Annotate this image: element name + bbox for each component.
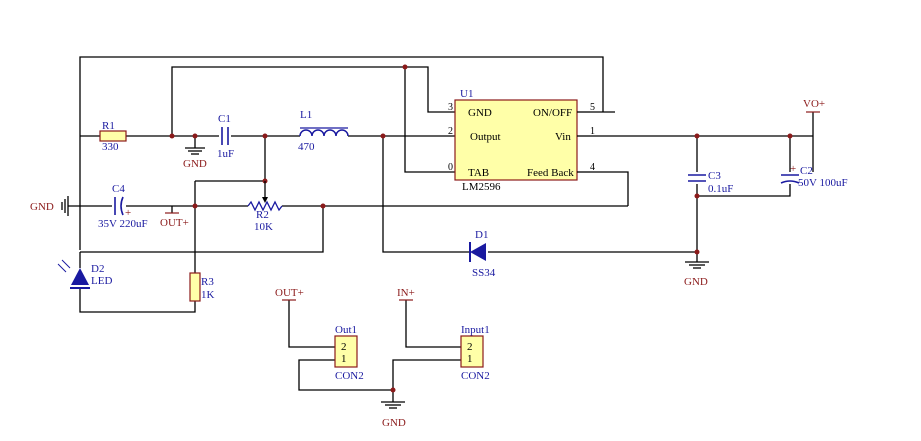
r2-potentiometer: R2 10K [247, 181, 283, 233]
input1-ref: Input1 [461, 324, 490, 336]
u1-pin3-num: 3 [448, 102, 453, 113]
c1-ref: C1 [218, 113, 231, 125]
u1-pin-tab: TAB [468, 167, 489, 179]
r3-resistor: R3 1K [189, 272, 215, 302]
gnd-symbol-c1: GND [183, 147, 207, 170]
c1-value: 1uF [217, 148, 234, 160]
c2-ref: C2 [800, 165, 813, 177]
net-in-plus-label: IN+ [397, 287, 415, 299]
d1-value: SS34 [472, 267, 496, 279]
net-vo-plus-label: VO+ [803, 98, 825, 110]
c4-plus-mark: + [125, 207, 131, 219]
out1-ref: Out1 [335, 324, 357, 336]
u1-pin4-num: 4 [590, 162, 595, 173]
c4-capacitor: C4 35V 220uF + [98, 183, 148, 230]
d2-value: LED [91, 275, 112, 287]
l1-value: 470 [298, 141, 315, 153]
u1-ref: U1 [460, 88, 473, 100]
c4-value: 35V 220uF [98, 218, 148, 230]
r1-ref: R1 [102, 120, 115, 132]
input1-part: CON2 [461, 370, 490, 382]
u1-pin-fb: Feed Back [527, 167, 574, 179]
gnd-label-left: GND [30, 201, 54, 213]
r3-ref: R3 [201, 276, 214, 288]
net-out-plus-con: OUT+ [275, 287, 304, 301]
c2-value: 50V 100uF [798, 177, 848, 189]
out1-pin1: 1 [341, 353, 347, 365]
c4-ref: C4 [112, 183, 125, 195]
c3-capacitor: C3 0.1uF [688, 170, 733, 195]
r1-resistor: R1 330 [99, 120, 127, 153]
gnd-symbol-left: GND [30, 196, 69, 216]
r2-value: 10K [254, 221, 273, 233]
out1-pin2: 2 [341, 341, 347, 353]
l1-inductor: L1 470 [298, 109, 349, 153]
c3-ref: C3 [708, 170, 721, 182]
c3-value: 0.1uF [708, 183, 733, 195]
c2-plus-mark: + [790, 163, 796, 175]
u1-pin-output: Output [470, 131, 501, 143]
gnd-symbol-con: GND [381, 401, 406, 429]
u1-part: LM2596 [462, 181, 501, 193]
u1-pin2-num: 2 [448, 126, 453, 137]
junction-dots [169, 64, 793, 393]
u1-pin5-num: 5 [590, 102, 595, 113]
d1-ref: D1 [475, 229, 488, 241]
r2-ref: R2 [256, 209, 269, 221]
u1-regulator: U1 LM2596 GND Output TAB ON/OFF Vin Feed… [448, 88, 595, 193]
c1-capacitor: C1 1uF [217, 113, 234, 160]
u1-pin-onoff: ON/OFF [533, 107, 572, 119]
net-vo-plus: VO+ [803, 98, 825, 113]
u1-pin-gnd: GND [468, 107, 492, 119]
input1-pin2: 2 [467, 341, 473, 353]
gnd-label-con: GND [382, 417, 406, 429]
gnd-label-right: GND [684, 276, 708, 288]
input1-pin1: 1 [467, 353, 473, 365]
c2-capacitor: + C2 50V 100uF [780, 163, 848, 189]
wires [68, 56, 814, 402]
l1-ref: L1 [300, 109, 312, 121]
net-out-plus-label: OUT+ [160, 217, 189, 229]
input1-connector: Input1 2 1 CON2 [460, 324, 490, 382]
r3-value: 1K [201, 289, 215, 301]
net-in-plus: IN+ [397, 287, 415, 301]
d1-diode: D1 SS34 [469, 229, 496, 279]
gnd-label-c1: GND [183, 158, 207, 170]
r1-value: 330 [102, 141, 119, 153]
d2-ref: D2 [91, 263, 104, 275]
d2-led: D2 LED [57, 259, 112, 289]
net-out-plus-con-label: OUT+ [275, 287, 304, 299]
u1-pin1-num: 1 [590, 126, 595, 137]
gnd-symbol-right: GND [684, 261, 709, 288]
u1-pin-vin: Vin [555, 131, 571, 143]
out1-connector: Out1 2 1 CON2 [334, 324, 364, 382]
out1-part: CON2 [335, 370, 364, 382]
u1-pin0-num: 0 [448, 162, 453, 173]
net-out-plus: OUT+ [160, 212, 189, 229]
